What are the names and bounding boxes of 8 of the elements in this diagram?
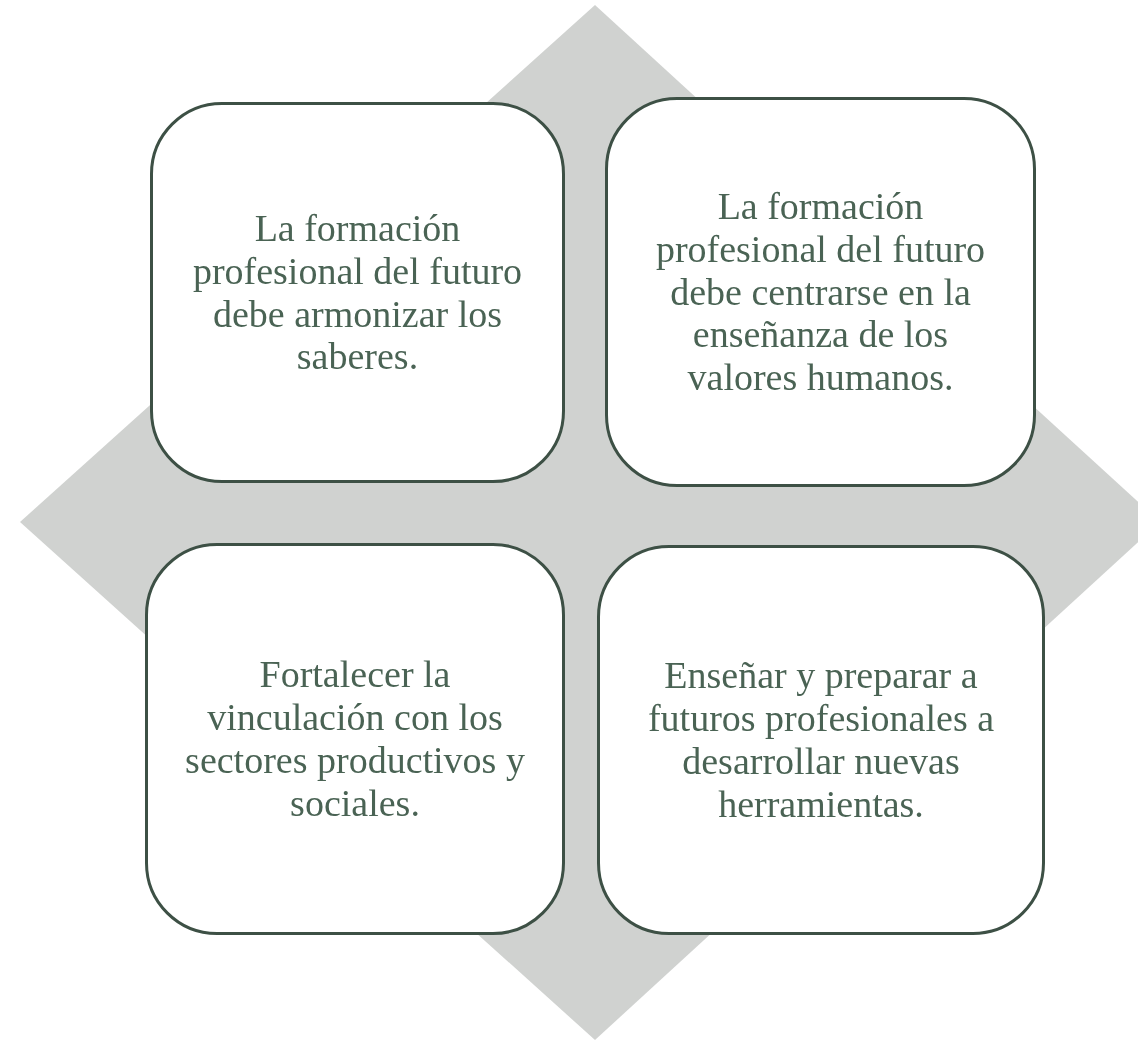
rounded-text-box	[150, 102, 565, 483]
box-text: Fortalecer la vinculación con los sectores productivos y sociales.	[184, 653, 526, 825]
box-text: Enseñar y preparar a futuros profesionales a desarrollar nuevas herramientas.	[646, 654, 996, 826]
rounded-text-box	[605, 97, 1036, 487]
rounded-text-box	[597, 545, 1045, 935]
box-text: La formación profesional del futuro debe armonizar los saberes.	[191, 206, 524, 379]
rounded-text-box	[145, 543, 565, 935]
box-text: La formación profesional del futuro debe centrarse en la enseñanza de los valores humanos.	[654, 184, 987, 400]
